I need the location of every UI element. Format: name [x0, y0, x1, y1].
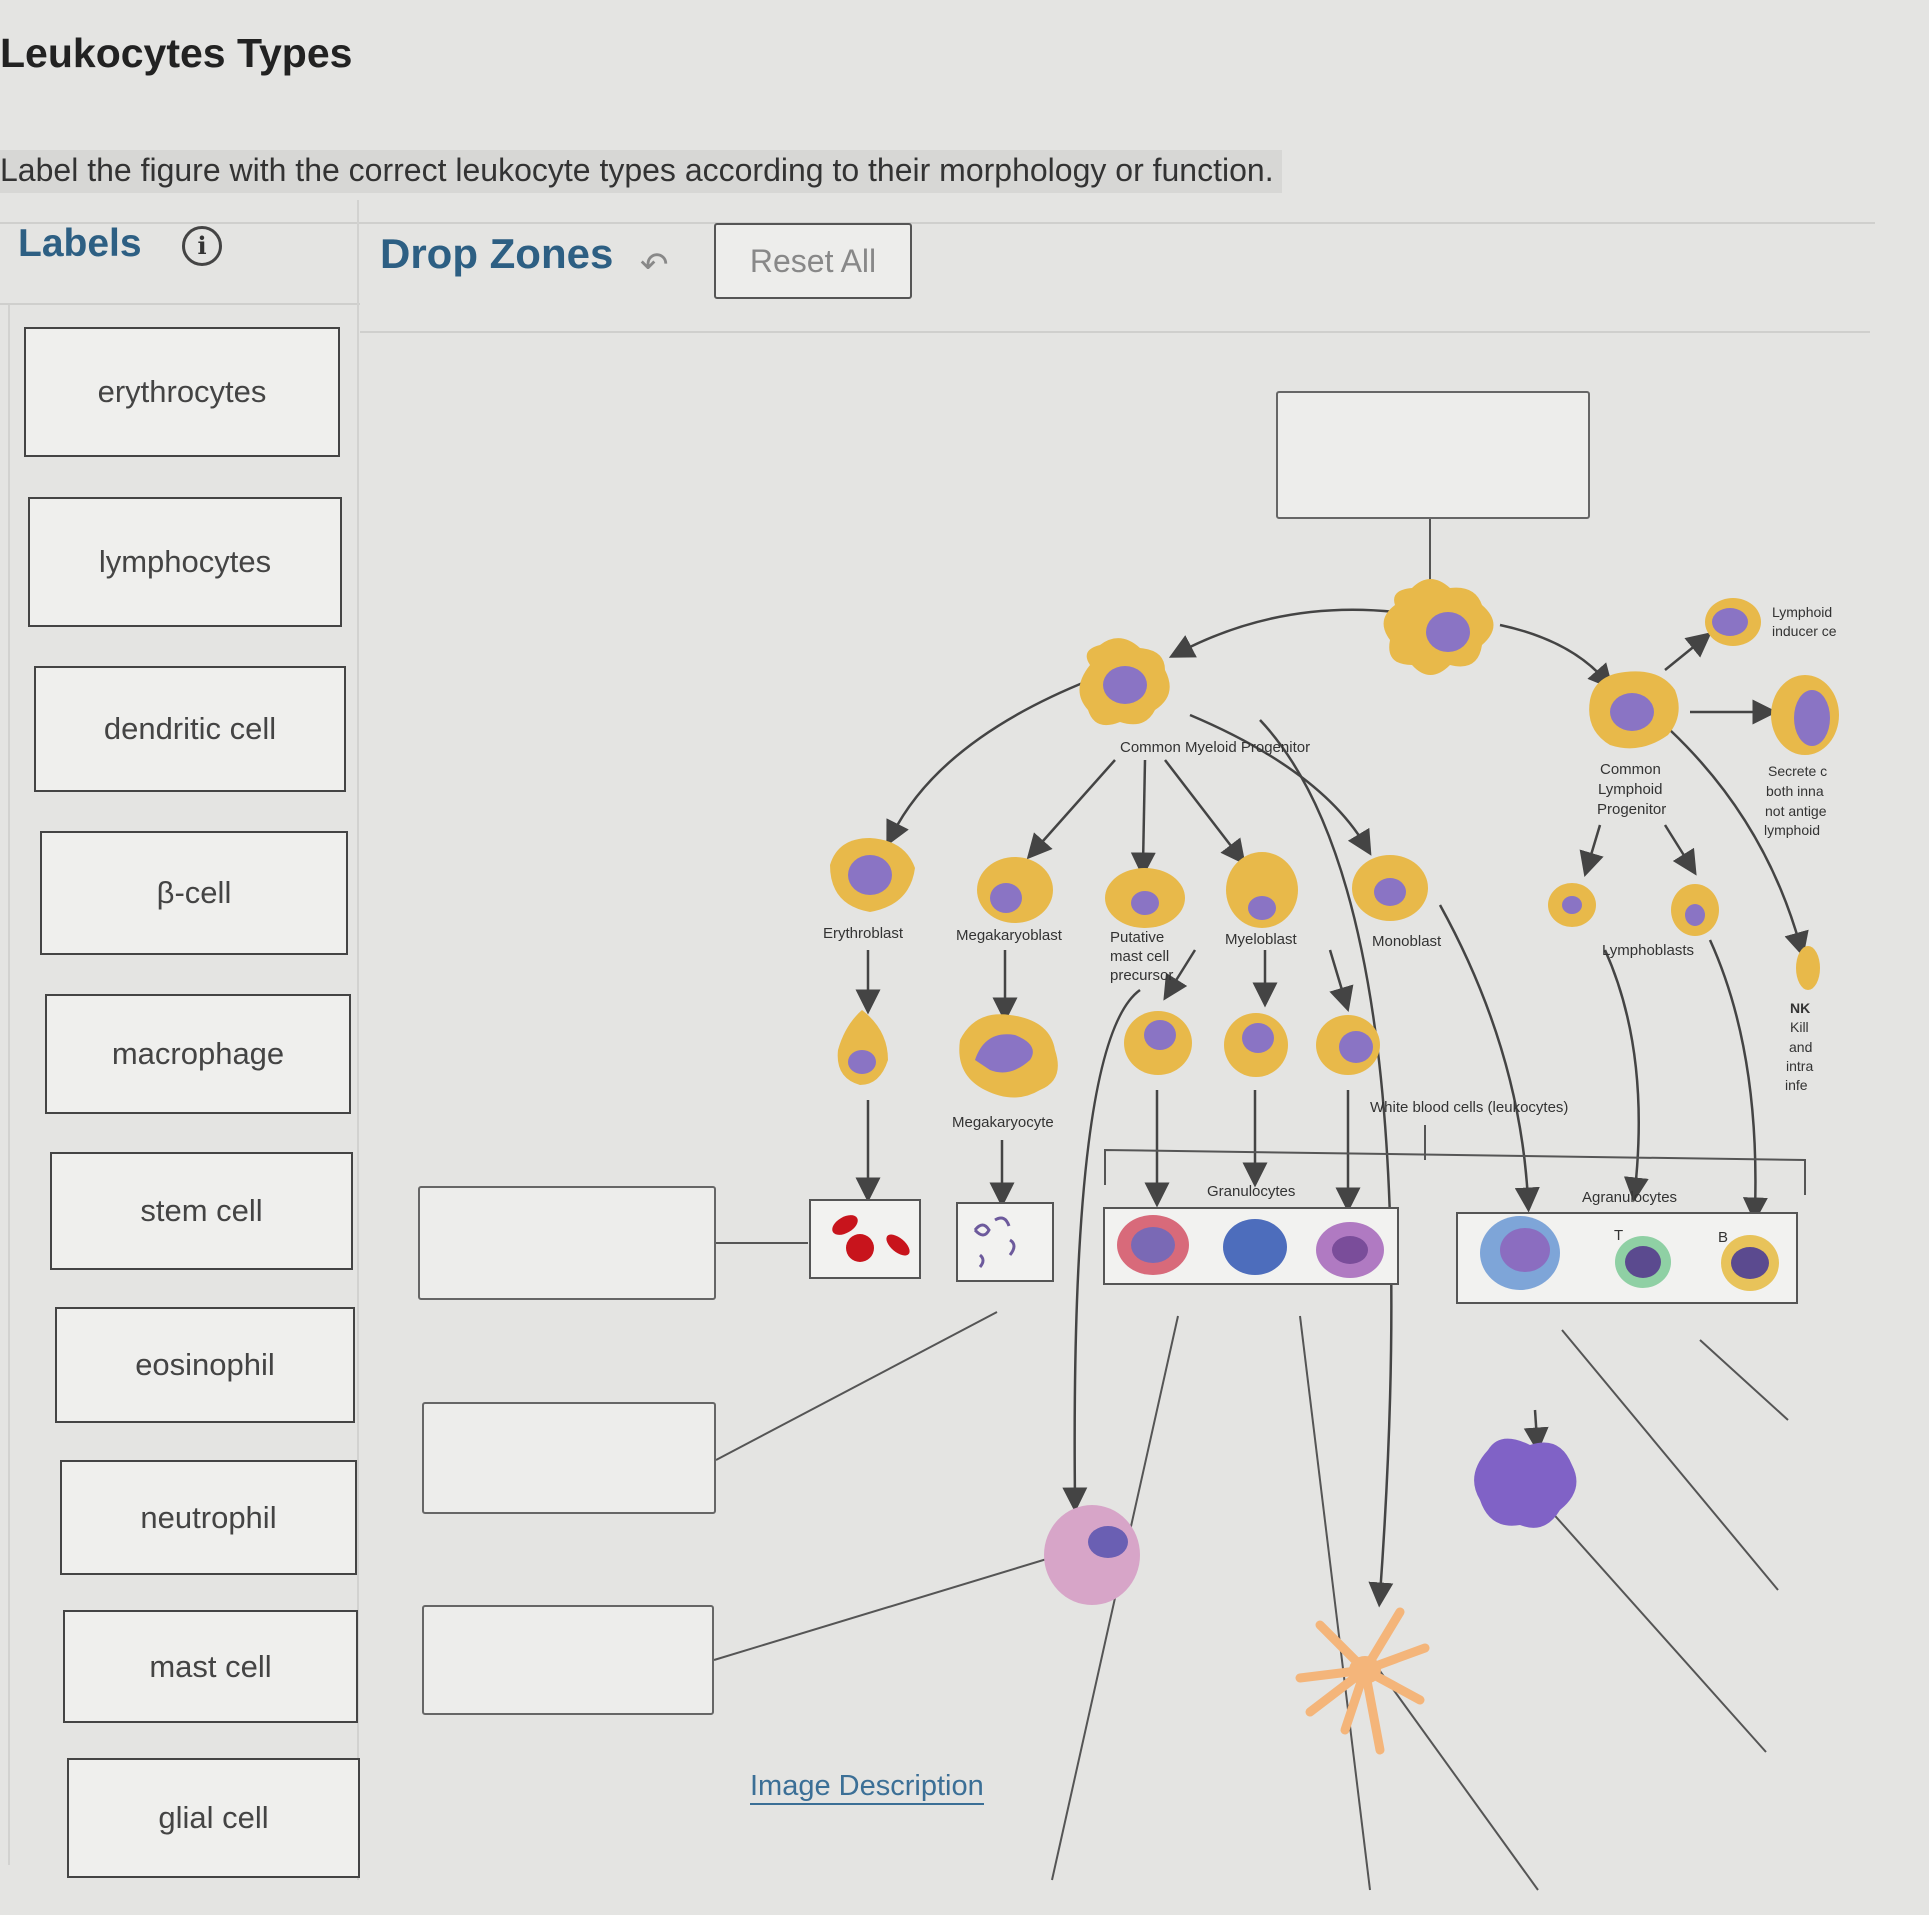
label-white-blood-cells: White blood cells (leukocytes): [1370, 1099, 1568, 1116]
reset-all-button[interactable]: Reset All: [714, 223, 912, 299]
column-divider: [357, 200, 359, 1880]
label-common-myeloid-progenitor: Common Myeloid Progenitor: [1120, 739, 1310, 756]
label-tile-mast-cell[interactable]: mast cell: [63, 1610, 358, 1723]
image-description-link[interactable]: Image Description: [750, 1770, 984, 1805]
label-tile-stem-cell[interactable]: stem cell: [50, 1152, 353, 1270]
label-myeloblast: Myeloblast: [1225, 931, 1298, 948]
label-nk-5: infe: [1785, 1077, 1808, 1093]
label-tile-lymphocytes[interactable]: lymphocytes: [28, 497, 342, 627]
myeloid-progenitor-illustration: [1079, 638, 1170, 726]
dropzones-heading: Drop Zones: [380, 230, 614, 277]
label-secrete-3: not antige: [1765, 803, 1827, 819]
label-monoblast: Monoblast: [1372, 933, 1442, 950]
label-granulocytes: Granulocytes: [1207, 1183, 1295, 1200]
divider: [0, 222, 1875, 224]
divider: [360, 331, 1870, 333]
label-erythroblast: Erythroblast: [823, 925, 904, 942]
stem-cell-illustration: [1383, 579, 1494, 675]
mast-cell-illustration: [1044, 1505, 1140, 1605]
label-nk-4: intra: [1786, 1058, 1813, 1074]
label-lymphoblasts: Lymphoblasts: [1602, 942, 1694, 959]
page-title: Leukocytes Types: [0, 30, 353, 76]
label-b: B: [1718, 1229, 1728, 1246]
label-secrete-2: both inna: [1766, 783, 1824, 799]
labels-heading: Labels: [18, 222, 142, 265]
label-t: T: [1614, 1227, 1623, 1244]
label-nk-3: and: [1789, 1039, 1812, 1055]
drop-zone-stem-cell[interactable]: [1276, 391, 1590, 519]
label-tile-macrophage[interactable]: macrophage: [45, 994, 351, 1114]
label-agranulocytes: Agranulocytes: [1582, 1189, 1677, 1206]
label-putative-2: mast cell: [1110, 948, 1169, 965]
label-secrete-4: lymphoid: [1764, 822, 1820, 838]
label-clp-2: Lymphoid: [1598, 781, 1662, 798]
panel-edge: [8, 305, 10, 1865]
divider: [0, 303, 360, 305]
drop-zone-3[interactable]: [422, 1605, 714, 1715]
drop-zone-1[interactable]: [418, 1186, 716, 1300]
label-nk-2: Kill: [1790, 1019, 1809, 1035]
macrophage-illustration: [1474, 1438, 1577, 1528]
label-tile-erythrocytes[interactable]: erythrocytes: [24, 327, 340, 457]
label-tile-eosinophil[interactable]: eosinophil: [55, 1307, 355, 1423]
label-tile-dendritic-cell[interactable]: dendritic cell: [34, 666, 346, 792]
label-megakaryoblast: Megakaryoblast: [956, 927, 1063, 944]
label-tile-beta-cell[interactable]: β-cell: [40, 831, 348, 955]
label-clp-3: Progenitor: [1597, 801, 1666, 818]
undo-icon[interactable]: ↶: [640, 246, 669, 284]
label-clp-1: Common: [1600, 761, 1661, 778]
label-nk-1: NK: [1790, 1000, 1810, 1016]
label-megakaryocyte: Megakaryocyte: [952, 1114, 1054, 1131]
label-putative-1: Putative: [1110, 929, 1164, 946]
info-icon[interactable]: i: [182, 226, 222, 266]
label-lymphoid-inducer-2: inducer ce: [1772, 623, 1837, 639]
label-tile-glial-cell[interactable]: glial cell: [67, 1758, 360, 1878]
drop-zone-2[interactable]: [422, 1402, 716, 1514]
label-secrete-1: Secrete c: [1768, 763, 1827, 779]
label-putative-3: precursor: [1110, 967, 1173, 984]
label-tile-neutrophil[interactable]: neutrophil: [60, 1460, 357, 1575]
label-lymphoid-inducer-1: Lymphoid: [1772, 604, 1832, 620]
instructions-text: Label the figure with the correct leukoc…: [0, 150, 1282, 193]
leukocyte-bracket: [1104, 1125, 1806, 1195]
